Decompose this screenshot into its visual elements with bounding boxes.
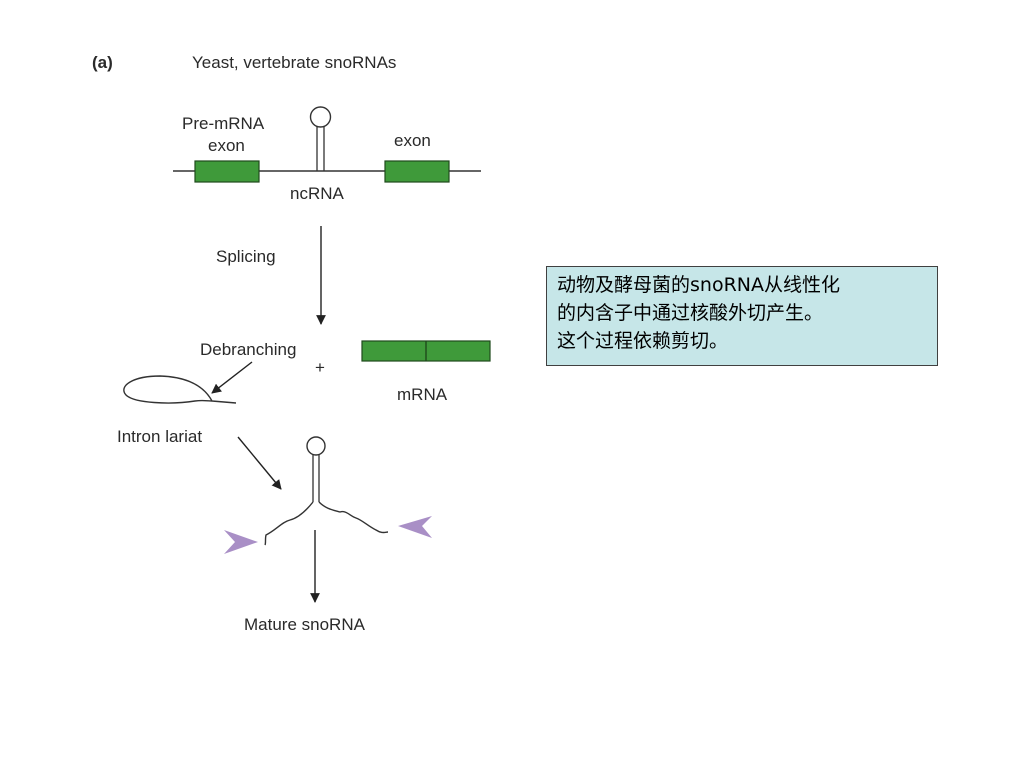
mature-snorna-label: Mature snoRNA (244, 615, 366, 634)
note-line-2: 的内含子中通过核酸外切产生。 (557, 302, 824, 324)
panel-label: (a) (92, 53, 113, 72)
intron-lariat-label: Intron lariat (117, 427, 202, 446)
debranching-arrow (211, 361, 253, 394)
ncrna-label: ncRNA (290, 184, 345, 203)
explanation-note: 动物及酵母菌的snoRNA从线性化 的内含子中通过核酸外切产生。 这个过程依赖剪… (546, 266, 938, 366)
exon-right-box (384, 160, 450, 183)
note-line-3: 这个过程依赖剪切。 (557, 330, 729, 352)
splicing-label: Splicing (216, 247, 276, 266)
linear-intron-snorna (264, 436, 389, 546)
debranching-label: Debranching (200, 340, 296, 359)
mrna-label: mRNA (397, 385, 448, 404)
processing-arrow (237, 436, 282, 490)
ncrna-hairpin (309, 106, 332, 171)
intron-lariat-loop (123, 375, 237, 404)
note-line-1: 动物及酵母菌的snoRNA从线性化 (557, 274, 840, 296)
exon-right-label: exon (394, 131, 431, 150)
diagram-title: Yeast, vertebrate snoRNAs (192, 53, 396, 72)
exonuclease-left-arrowhead (224, 530, 258, 554)
exonuclease-right-arrowhead (398, 516, 432, 538)
exon-left-box (194, 160, 260, 183)
pre-mrna-label: Pre-mRNA (182, 114, 265, 133)
exon-left-label: exon (208, 136, 245, 155)
plus-sign: + (315, 358, 325, 377)
